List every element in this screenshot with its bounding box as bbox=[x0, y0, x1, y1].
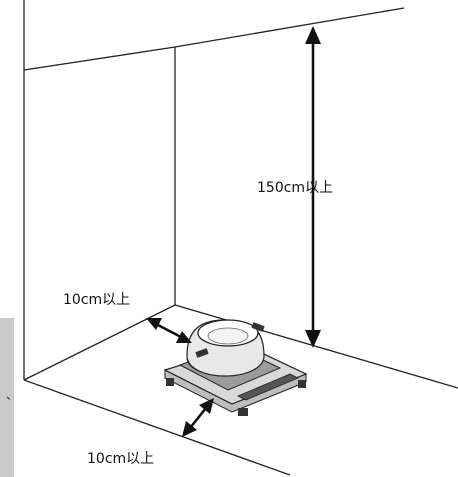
side-mark: 、 bbox=[6, 388, 19, 402]
floor-front-edge bbox=[23, 379, 291, 476]
front-clearance-label: 10cm以上 bbox=[87, 451, 154, 467]
height-arrow bbox=[305, 26, 321, 348]
scale-foot bbox=[298, 380, 306, 388]
side-arrow bbox=[146, 318, 192, 343]
room-walls bbox=[23, 0, 458, 476]
floor-back-left-edge bbox=[23, 304, 176, 381]
front-arrow bbox=[182, 398, 214, 437]
scale-foot bbox=[166, 378, 174, 386]
side-clearance-label: 10cm以上 bbox=[63, 292, 130, 308]
back-wall-top-edge-right bbox=[174, 7, 405, 48]
dome-inner bbox=[207, 327, 249, 345]
back-wall-top-edge bbox=[23, 46, 176, 71]
floor-back-right-edge bbox=[174, 304, 458, 389]
height-clearance-label: 150cm以上 bbox=[257, 180, 333, 196]
scale-display bbox=[237, 373, 299, 401]
scale-foot bbox=[238, 408, 248, 416]
scale bbox=[163, 319, 308, 416]
side-tab bbox=[0, 318, 14, 477]
dome-handle bbox=[251, 322, 265, 332]
dome-handle bbox=[195, 348, 209, 358]
